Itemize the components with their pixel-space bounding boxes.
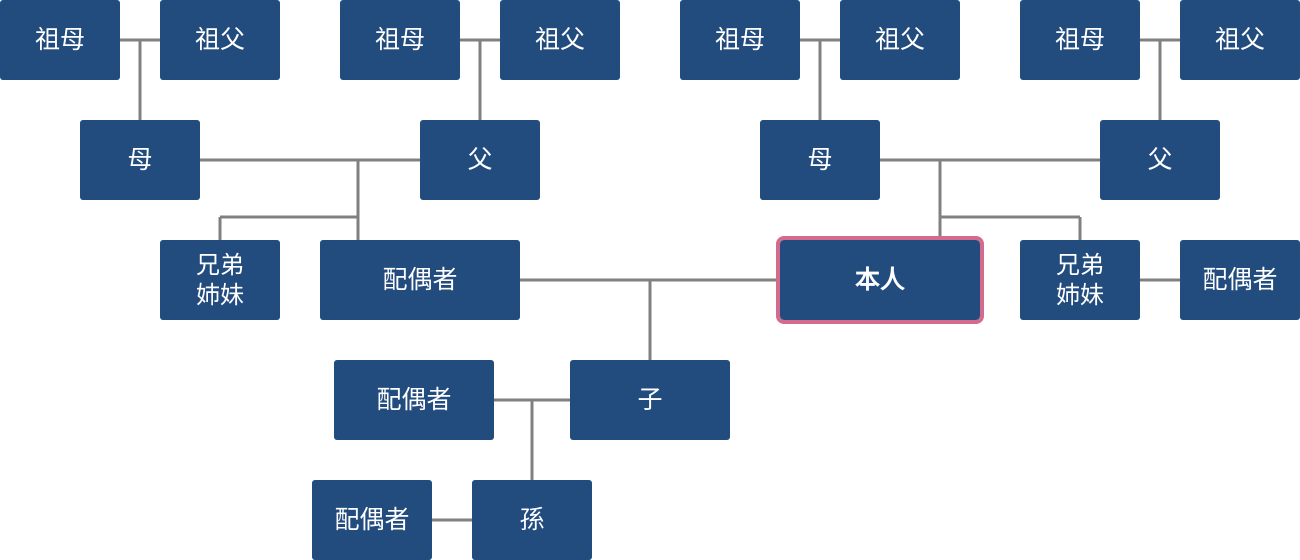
grandchild-spouse-box: 配偶者 (312, 480, 432, 560)
father-label: 父 (467, 145, 493, 174)
grandfather-box: 祖父 (1180, 0, 1300, 80)
mother-label: 母 (807, 145, 833, 174)
father-box: 父 (1100, 120, 1220, 200)
grandmother-label: 祖母 (1054, 25, 1105, 54)
grandfather-box: 祖父 (500, 0, 620, 80)
grandfather-label: 祖父 (194, 25, 245, 54)
self-box: 本人 (776, 236, 984, 324)
grandmother-box: 祖母 (680, 0, 800, 80)
child-spouse-label: 配偶者 (376, 385, 452, 414)
mother-box: 母 (80, 120, 200, 200)
grandmother-label: 祖母 (714, 25, 765, 54)
child-spouse-box: 配偶者 (334, 360, 494, 440)
grandmother-label: 祖母 (34, 25, 85, 54)
sibling-spouse-box: 配偶者 (1180, 240, 1300, 320)
mother-label: 母 (127, 145, 153, 174)
mother-box: 母 (760, 120, 880, 200)
grandchild-spouse-label: 配偶者 (334, 505, 410, 534)
grandchild-label: 孫 (519, 505, 545, 534)
grandfather-box: 祖父 (160, 0, 280, 80)
sibling-label-line2: 姉妹 (196, 281, 244, 309)
sibling-label-line2: 姉妹 (1056, 281, 1104, 309)
spouse-label: 配偶者 (382, 265, 458, 294)
grandfather-label: 祖父 (534, 25, 585, 54)
sibling-box: 兄弟 姉妹 (1020, 240, 1140, 320)
child-box: 子 (570, 360, 730, 440)
grandfather-label: 祖父 (874, 25, 925, 54)
sibling-label-line1: 兄弟 (196, 251, 244, 279)
spouse-box: 配偶者 (320, 240, 520, 320)
father-label: 父 (1147, 145, 1173, 174)
grandfather-label: 祖父 (1214, 25, 1265, 54)
grandfather-box: 祖父 (840, 0, 960, 80)
sibling-box: 兄弟 姉妹 (160, 240, 280, 320)
grandchild-box: 孫 (472, 480, 592, 560)
grandmother-box: 祖母 (0, 0, 120, 80)
child-label: 子 (637, 385, 663, 414)
grandmother-label: 祖母 (374, 25, 425, 54)
self-label: 本人 (854, 265, 905, 294)
sibling-label-line1: 兄弟 (1056, 251, 1104, 279)
sibling-spouse-label: 配偶者 (1202, 265, 1278, 294)
grandmother-box: 祖母 (1020, 0, 1140, 80)
grandmother-box: 祖母 (340, 0, 460, 80)
father-box: 父 (420, 120, 540, 200)
